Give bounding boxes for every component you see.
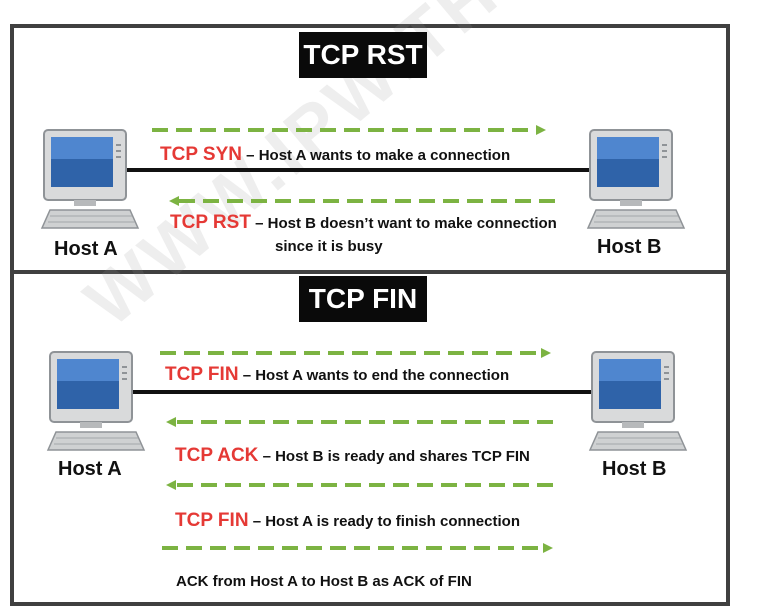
message-text: ACK from Host A to Host B as ACK of FIN	[176, 573, 472, 590]
message-label: TCP SYN – Host A wants to make a connect…	[160, 144, 510, 166]
message-keyword: TCP FIN	[165, 364, 239, 385]
message-text: – Host A wants to make a connection	[242, 147, 510, 164]
computer-icon	[42, 130, 138, 228]
message-label: TCP FIN – Host A is ready to finish conn…	[175, 510, 520, 532]
tcp-rst-title: TCP RST	[299, 32, 427, 78]
message-text: – Host B doesn’t want to make connection	[251, 215, 557, 232]
computer-icon	[590, 352, 686, 450]
message-keyword: TCP ACK	[175, 445, 258, 466]
message-keyword: TCP RST	[170, 212, 251, 233]
message-label: TCP FIN – Host A wants to end the connec…	[165, 364, 509, 386]
tcp-fin-title: TCP FIN	[299, 276, 427, 322]
host-a-label: Host A	[58, 458, 122, 481]
computer-icon	[48, 352, 144, 450]
message-keyword: TCP SYN	[160, 144, 242, 165]
message-text: – Host A is ready to finish connection	[249, 513, 520, 530]
message-label: TCP ACK – Host B is ready and shares TCP…	[175, 445, 530, 467]
message-label: ACK from Host A to Host B as ACK of FIN	[176, 570, 472, 592]
message-text: – Host B is ready and shares TCP FIN	[258, 448, 529, 465]
message-keyword: TCP FIN	[175, 510, 249, 531]
host-b-label: Host B	[602, 458, 666, 481]
computer-icon	[588, 130, 684, 228]
message-subtext: since it is busy	[275, 238, 383, 255]
host-a-label: Host A	[54, 238, 118, 261]
host-b-label: Host B	[597, 236, 661, 259]
message-label: TCP RST – Host B doesn’t want to make co…	[170, 212, 557, 234]
message-text: – Host A wants to end the connection	[239, 367, 510, 384]
